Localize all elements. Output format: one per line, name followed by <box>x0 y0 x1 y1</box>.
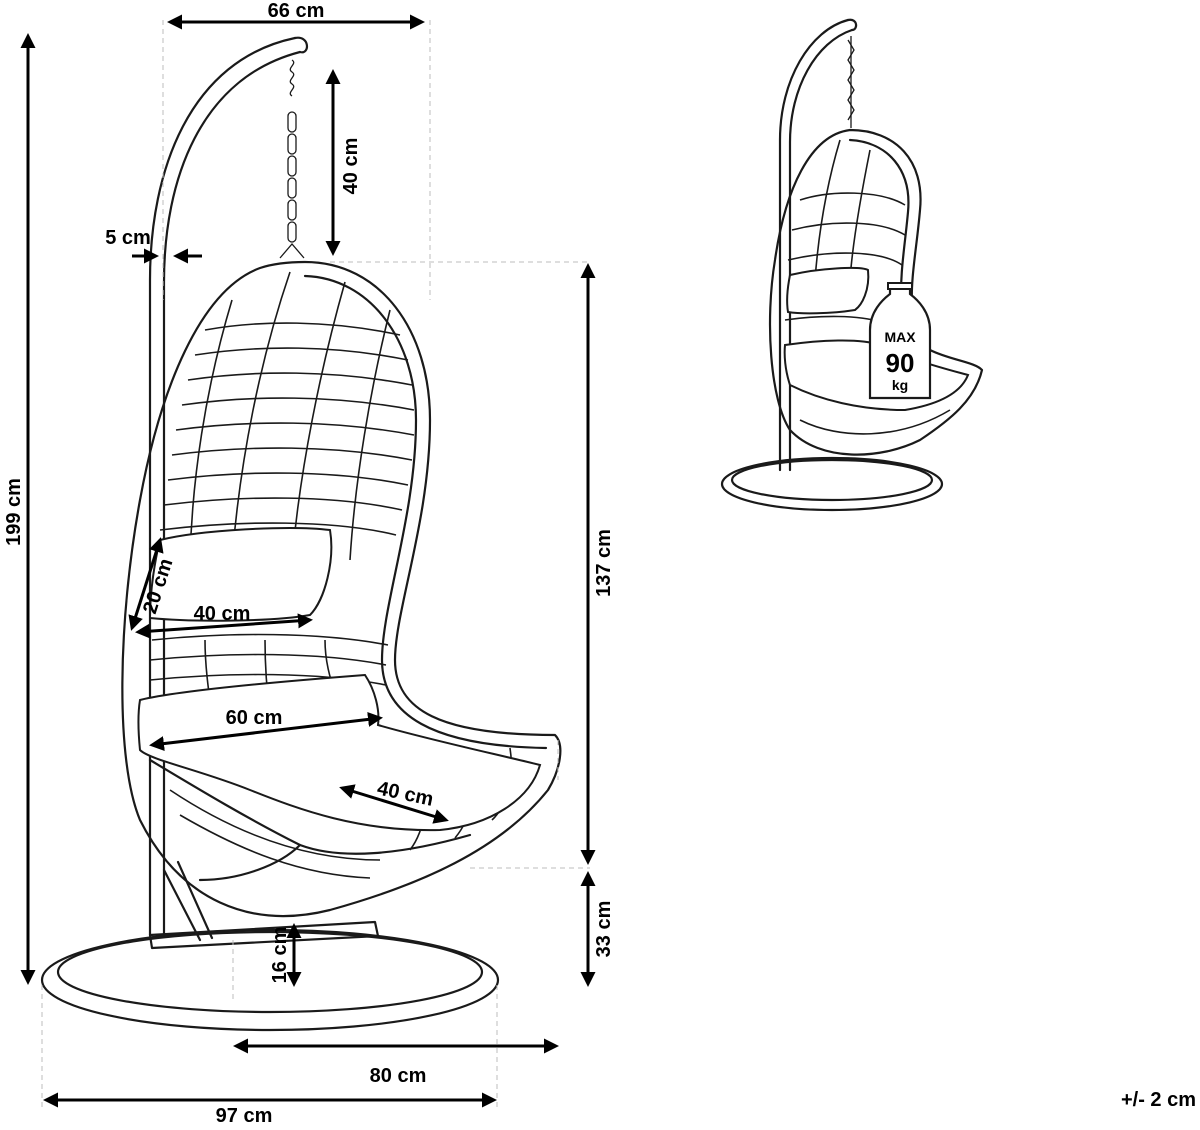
hanging-chain <box>279 59 305 259</box>
label-tube-diameter: 5 cm <box>105 227 151 249</box>
label-base-clearance: 16 cm <box>269 927 291 984</box>
label-frame-width: 66 cm <box>268 0 325 22</box>
capacity-unit: kg <box>892 377 908 393</box>
guide-lines <box>41 20 590 1110</box>
label-total-height: 199 cm <box>3 478 25 546</box>
arrow-seat-depth <box>339 784 449 824</box>
hanging-chair-small-illustration <box>720 18 984 512</box>
arrow-headrest-height <box>128 537 164 631</box>
label-base-depth: 80 cm <box>370 1065 427 1087</box>
capacity-value: 90 <box>886 348 915 378</box>
arrow-headrest-width <box>135 613 313 639</box>
seat-cushion <box>137 673 542 832</box>
arrow-seat-width <box>149 711 383 752</box>
label-base-width: 97 cm <box>216 1105 273 1125</box>
label-chain-length: 40 cm <box>340 138 362 195</box>
capacity-max-label: MAX <box>884 329 916 345</box>
label-headrest-width: 40 cm <box>194 603 251 625</box>
label-seat-height: 33 cm <box>593 901 615 958</box>
label-seat-width: 60 cm <box>226 707 283 729</box>
tolerance-note: +/- 2 cm <box>1121 1089 1196 1111</box>
wicker-basket <box>121 260 562 918</box>
hanging-chair-main-illustration <box>40 36 562 1032</box>
weight-capacity-icon: MAX 90 kg <box>868 282 932 400</box>
label-basket-height: 137 cm <box>593 529 615 597</box>
